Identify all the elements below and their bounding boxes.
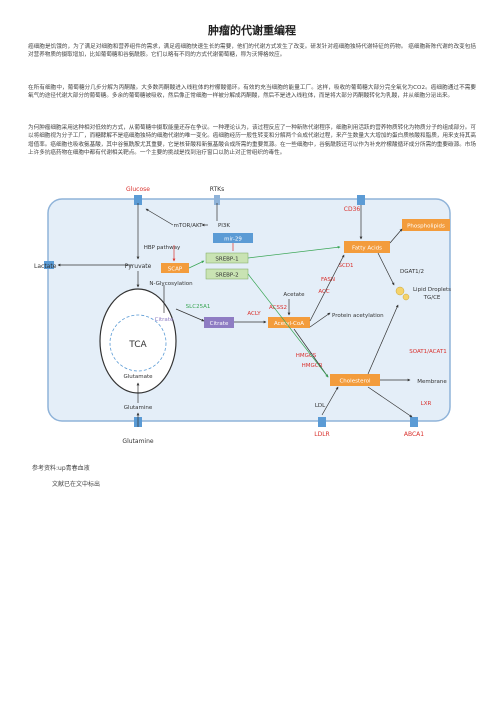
mir29-label: mir-29: [224, 237, 242, 243]
lipid-droplet-icon-2: [402, 293, 410, 301]
srebp1-label: SREBP-1: [215, 257, 238, 263]
cyto-citrate-label: Citrate: [210, 321, 229, 327]
acss2-label: ACSS2: [269, 305, 287, 311]
paragraph-glycolysis: 在所有细胞中，葡萄糖分几步分解为丙酮酸。大多数丙酮酸进入线粒体的柠檬酸循环。有效…: [28, 85, 476, 100]
rtk-receptor: [214, 195, 220, 205]
scap-label: SCAP: [168, 267, 183, 273]
lactate-transporter: [44, 261, 54, 269]
lactate-label: Lactate: [34, 263, 57, 270]
scap-box: [161, 263, 189, 273]
scd1-label: SCD1: [338, 263, 353, 269]
fasn-label: FASN: [321, 277, 335, 283]
glucose-transporter: [134, 195, 142, 205]
glutamine-out-label: Glutamine: [122, 438, 153, 445]
acetate-label: Acetate: [283, 292, 305, 298]
srebp2-label: SREBP-2: [215, 273, 238, 279]
hmgcr-label: HMGCR: [302, 363, 323, 369]
pathway-arrows: [57, 203, 413, 427]
pyruvate-label: Pyruvate: [125, 263, 152, 270]
citrate-box: [204, 317, 234, 328]
cd36-label: CD36: [344, 206, 361, 213]
slc25a1-label: SLC25A1: [186, 304, 211, 310]
phospholipids-label: Phospholipids: [407, 224, 445, 230]
regulatory-arrows: [188, 245, 341, 378]
acc-label: ACC: [318, 289, 330, 295]
lipid-droplets-label: Lipid Droplets: [413, 287, 451, 293]
n-glycosylation-label: N-Glycosylation: [149, 281, 193, 287]
hbp-label: HBP pathway: [144, 245, 181, 251]
tgce-label: TG/CE: [423, 295, 441, 301]
abca1-label: ABCA1: [404, 431, 424, 438]
ldl-label: LDL: [315, 403, 326, 409]
abca1-transporter: [410, 417, 418, 427]
tca-cycle: [109, 314, 167, 372]
acetyl-coa-label: Acetyl-CoA: [274, 321, 304, 327]
glutamate-label: Glutamate: [123, 374, 153, 380]
hmgcs-label: HMGCS: [296, 353, 317, 359]
soat-label: SOAT1/ACAT1: [409, 349, 446, 355]
membrane-label: Membrane: [417, 379, 447, 385]
lipid-droplet-icon: [395, 286, 405, 296]
metabolism-pathway-figure: Glucose RTKs CD36 mTOR/AKT PI3K HBP path…: [34, 186, 451, 445]
cholesterol-box: [330, 374, 380, 386]
protein-acetylation-label: Protein acetylation: [332, 313, 384, 319]
fatty-acids-label: Fatty Acids: [352, 246, 382, 252]
ldlr-label: LDLR: [314, 431, 329, 438]
page-title: 肿瘤的代谢重编程: [208, 24, 296, 37]
tca-label: TCA: [128, 340, 147, 350]
pi3k-label: PI3K: [218, 223, 230, 229]
acly-label: ACLY: [247, 311, 261, 317]
paragraph-intro: 癌细胞是饥饿的，为了满足对细胞和营养组件的需求，满足癌细胞快速生长的需要，他们的…: [28, 44, 476, 59]
rtks-label: RTKs: [210, 186, 224, 193]
phospholipids-box: [402, 219, 450, 231]
reference-note: 文献已在文中标出: [52, 481, 101, 488]
glutamine-in-label: Glutamine: [124, 405, 153, 411]
glucose-label: Glucose: [126, 186, 150, 193]
acetyl-coa-box: [268, 317, 310, 328]
inhibition-lines: [172, 243, 234, 262]
fatty-acids-box: [344, 241, 390, 253]
ldlr-receptor: [318, 417, 326, 427]
reference-label: 参考资料:up青春血液: [32, 465, 90, 472]
lxr-label: LXR: [421, 401, 432, 407]
mito-citrate-label: Citrate: [155, 317, 174, 323]
mtor-akt-label: mTOR/AKT: [173, 223, 203, 229]
mir29-box: [213, 233, 253, 243]
cd36-transporter: [357, 195, 365, 205]
paragraph-theory: 为何肿瘤细胞采用这种相对低效的方式，从葡萄糖中摄取能量还存在争议。一种理论认为，…: [28, 125, 476, 156]
cholesterol-label: Cholesterol: [339, 379, 371, 385]
dgat-label: DGAT1/2: [400, 269, 424, 275]
